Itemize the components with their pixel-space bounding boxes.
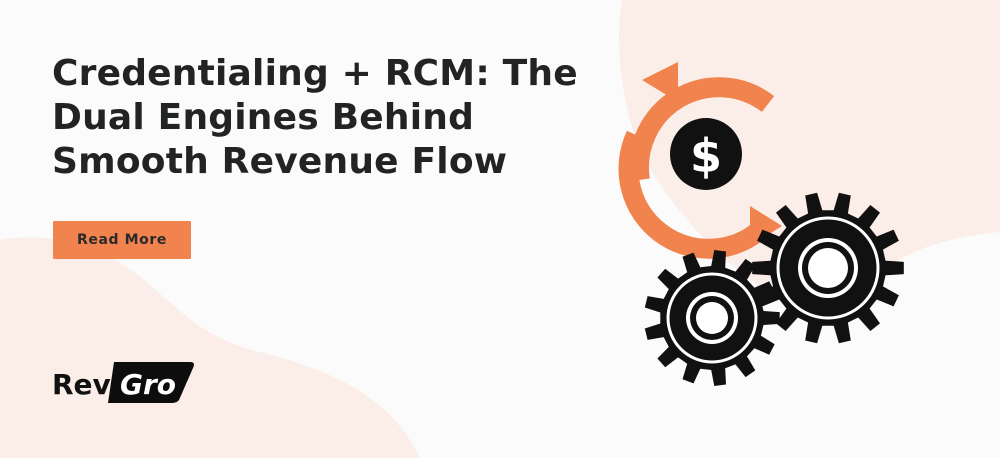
revenue-gears-illustration: $ [618, 62, 904, 386]
arrow-top-head [642, 62, 678, 102]
gear-small-icon [644, 250, 780, 386]
revgro-logo: Rev Gro [52, 362, 194, 403]
gear-large-icon [752, 192, 904, 344]
read-more-button[interactable]: Read More [53, 221, 191, 259]
dollar-coin-icon: $ [670, 118, 742, 190]
svg-text:$: $ [690, 129, 722, 183]
arrow-top [628, 77, 775, 182]
bottom-left-blob [0, 237, 420, 458]
refresh-arrows-icon [618, 62, 782, 259]
arrow-bottom-head [750, 206, 782, 246]
top-right-blob [619, 0, 1000, 307]
title-line-1: Credentialing + RCM: The [52, 53, 578, 94]
logo-badge [108, 362, 194, 403]
title-line-3: Smooth Revenue Flow [52, 141, 508, 182]
title-line-2: Dual Engines Behind [52, 97, 475, 138]
arrow-bottom [618, 130, 767, 259]
logo-text-gro: Gro [120, 368, 176, 401]
logo-text-rev: Rev [52, 368, 111, 401]
page-title: Credentialing + RCM: The Dual Engines Be… [52, 52, 592, 184]
